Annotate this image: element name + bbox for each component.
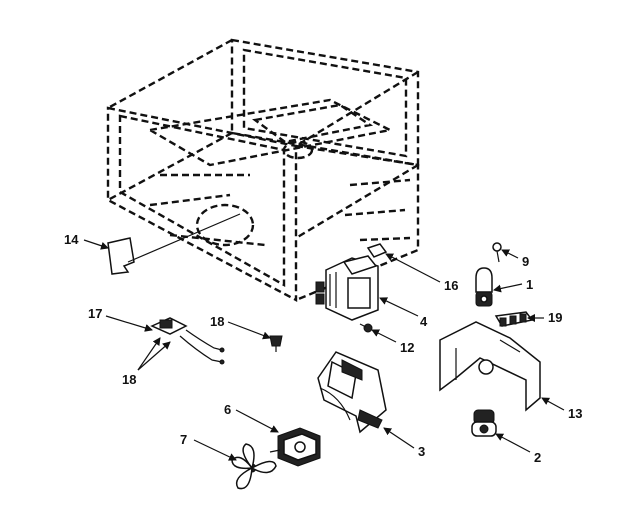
part-9-screw	[492, 242, 502, 263]
part-14-block	[366, 243, 388, 258]
callout-11: 12	[400, 340, 414, 355]
part-7-fan-blade	[231, 443, 277, 490]
part-18-clip	[269, 335, 283, 352]
callout-19: 19	[548, 310, 562, 325]
callout-17: 18	[122, 372, 136, 387]
part-6-fan-motor	[269, 427, 321, 467]
part-3-fan-shroud	[317, 351, 387, 434]
part-19-terminal	[494, 311, 534, 327]
callout-16: 17	[88, 306, 102, 321]
leader-lines	[83, 239, 565, 461]
part-1-lamp	[475, 267, 493, 307]
callout-2: 2	[534, 450, 541, 465]
part-16-thermal-switch	[150, 317, 225, 365]
callout-labels: 14 16 1 4 12 19 13 2 3 6 7 17 18 18 9	[64, 232, 582, 465]
callout-18: 18	[210, 314, 224, 329]
callout-3: 3	[418, 444, 425, 459]
callout-6: 6	[224, 402, 231, 417]
callout-1: 1	[526, 277, 533, 292]
callout-9: 9	[522, 254, 529, 269]
part-4-transformer	[315, 255, 379, 321]
part-13-bracket	[107, 213, 241, 275]
callout-7: 7	[180, 432, 187, 447]
callout-14: 16	[444, 278, 458, 293]
callout-12: 13	[568, 406, 582, 421]
part-2-socket	[471, 409, 497, 437]
callout-13: 14	[64, 232, 79, 247]
part-12-bracket	[439, 321, 541, 412]
oven-cavity-outline	[106, 38, 420, 302]
part-11-screw	[359, 323, 373, 333]
callout-4: 4	[420, 314, 428, 329]
